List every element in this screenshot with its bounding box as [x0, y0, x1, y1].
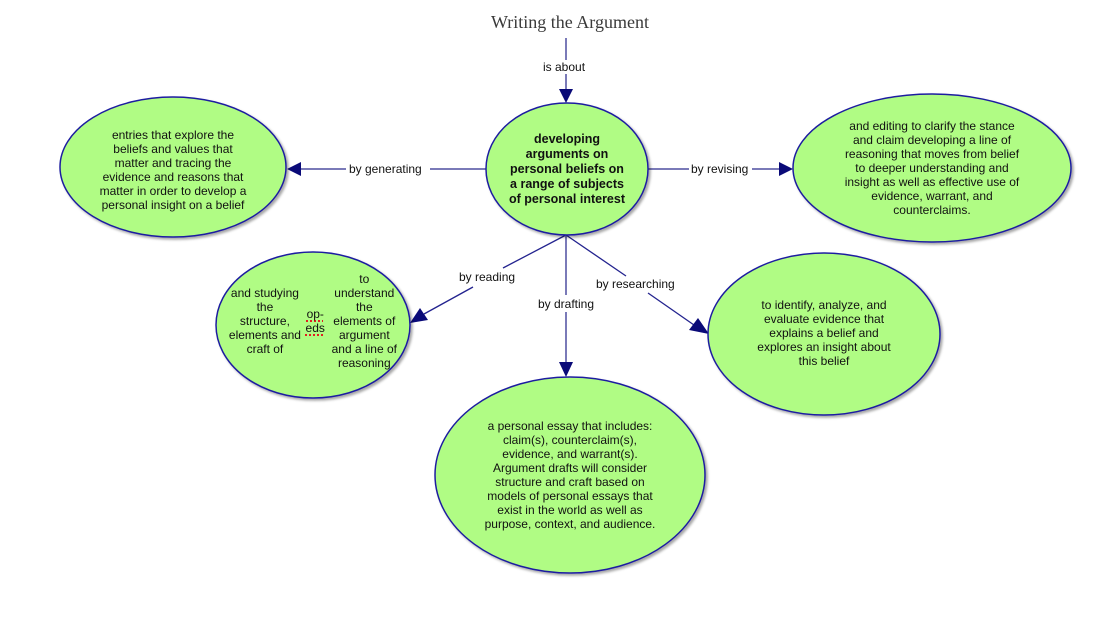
node-shape-researching[interactable] — [707, 252, 941, 416]
node-text-generating: entries that explore the beliefs and val… — [99, 128, 247, 212]
map-title[interactable]: Writing the Argument — [491, 12, 649, 32]
node-text-reading-part1: and studying the structure, elements and… — [228, 286, 301, 356]
arrow-head-down-left-icon — [410, 308, 428, 323]
node-text-center: developing arguments on personal beliefs… — [509, 131, 625, 206]
link-line-reading-in — [502, 234, 567, 269]
node-shape-drafting[interactable] — [434, 376, 706, 574]
arrow-head-down-icon — [559, 89, 573, 103]
link-line-reading-out — [423, 286, 474, 315]
node-text-drafting: a personal essay that includes: claim(s)… — [484, 419, 656, 531]
arrow-head-down-right-icon — [689, 318, 709, 334]
node-text-reading: and studying the structure, elements and… — [226, 268, 402, 374]
node-shape-reading[interactable] — [215, 251, 411, 399]
link-label-by-revising[interactable]: by revising — [689, 162, 751, 176]
spellcheck-flagged-word[interactable]: op-eds — [305, 307, 325, 335]
node-text-researching: to identify, analyze, and evaluate evide… — [757, 298, 891, 368]
node-shape-center[interactable] — [485, 102, 649, 236]
link-label-by-reading[interactable]: by reading — [457, 270, 518, 284]
link-label-by-researching[interactable]: by researching — [594, 277, 677, 291]
concept-nodes — [59, 93, 1072, 574]
link-line-researching-out — [647, 292, 695, 326]
link-label-by-generating[interactable]: by generating — [347, 162, 424, 176]
arrow-head-down-icon — [559, 362, 573, 377]
arrow-head-right-icon — [779, 162, 793, 176]
node-text-revising: and editing to clarify the stance and cl… — [844, 119, 1020, 217]
node-text-reading-part2: to understand the elements of argument a… — [331, 272, 397, 370]
link-line-researching-in — [565, 234, 627, 277]
arrow-heads — [287, 89, 793, 377]
node-shape-revising[interactable] — [792, 93, 1072, 243]
arrow-head-left-icon — [287, 162, 301, 176]
link-label-by-drafting[interactable]: by drafting — [536, 297, 597, 311]
node-shape-generating[interactable] — [59, 96, 287, 238]
connector-lines — [300, 38, 780, 362]
link-label-is-about[interactable]: is about — [541, 60, 588, 74]
